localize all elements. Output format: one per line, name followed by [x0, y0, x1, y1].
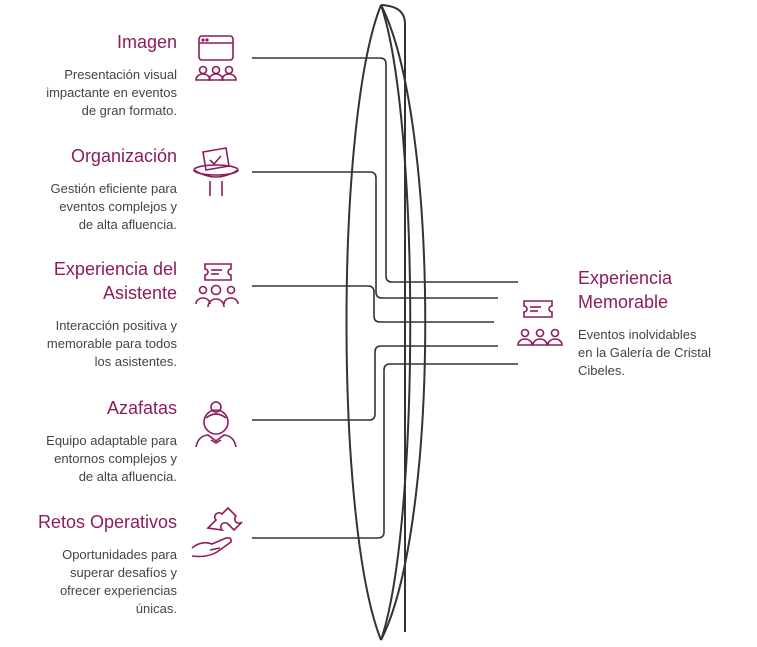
item-description: Equipo adaptable para entornos complejos… — [0, 432, 177, 486]
desc-line: Presentación visual — [64, 67, 177, 82]
item-experiencia-asistente: Experiencia del Asistente Interacción po… — [0, 257, 177, 371]
ticket-audience-icon — [517, 300, 563, 346]
desc-line: memorable para todos — [46, 336, 177, 351]
desc-line: ofrecer experiencias — [59, 583, 177, 598]
desc-line: Cibeles. — [578, 363, 625, 378]
desc-line: impactante en eventos — [46, 85, 177, 100]
title-line: Experiencia — [578, 268, 673, 288]
result-title: Experiencia Memorable — [578, 266, 753, 314]
connector-azafatas — [252, 345, 498, 421]
title-line: Memorable — [578, 292, 669, 312]
desc-line: entornos complejos y — [54, 451, 177, 466]
item-title: Experiencia del Asistente — [0, 257, 177, 305]
item-description: Interacción positiva y memorable para to… — [0, 317, 177, 371]
item-description: Oportunidades para superar desafíos y of… — [0, 546, 177, 618]
item-organizacion: Organización Gestión eficiente para even… — [0, 144, 177, 234]
item-description: Gestión eficiente para eventos complejos… — [0, 180, 177, 234]
result-experiencia-memorable: Experiencia Memorable Eventos inolvidabl… — [578, 266, 753, 380]
desc-line: Eventos inolvidables — [578, 327, 697, 342]
connector-experiencia-asistente — [252, 285, 494, 323]
item-azafatas: Azafatas Equipo adaptable para entornos … — [0, 396, 177, 486]
item-title: Azafatas — [106, 398, 177, 418]
ticket-attendees-icon — [195, 263, 239, 308]
item-title: Imagen — [116, 32, 177, 52]
title-line: Experiencia del — [53, 259, 177, 279]
desc-line: superar desafíos y — [70, 565, 177, 580]
desc-line: de gran formato. — [81, 103, 177, 118]
connector-imagen — [252, 57, 518, 283]
presentation-screen-audience-icon — [195, 35, 237, 81]
item-description: Presentación visual impactante en evento… — [0, 66, 177, 120]
item-title: Retos Operativos — [37, 512, 177, 532]
desc-line: de alta afluencia. — [78, 469, 177, 484]
desc-line: Equipo adaptable para — [46, 433, 177, 448]
result-description: Eventos inolvidables en la Galería de Cr… — [578, 326, 753, 380]
connector-organizacion — [252, 171, 498, 299]
desc-line: Gestión eficiente para — [50, 181, 177, 196]
title-line: Asistente — [102, 283, 177, 303]
desc-line: los asistentes. — [94, 354, 177, 369]
desc-line: Interacción positiva y — [55, 318, 177, 333]
desc-line: de alta afluencia. — [78, 217, 177, 232]
hostess-icon — [195, 401, 237, 448]
desc-line: Oportunidades para — [62, 547, 177, 562]
desc-line: eventos complejos y — [59, 199, 177, 214]
puzzle-hand-icon — [191, 506, 243, 558]
desc-line: en la Galería de Cristal — [578, 345, 711, 360]
connector-lines — [252, 57, 518, 539]
item-title: Organización — [70, 146, 177, 166]
desc-line: únicas. — [135, 601, 177, 616]
item-retos-operativos: Retos Operativos Oportunidades para supe… — [0, 510, 177, 618]
checklist-organization-icon — [193, 147, 239, 196]
connector-retos — [252, 363, 518, 539]
item-imagen: Imagen Presentación visual impactante en… — [0, 30, 177, 120]
